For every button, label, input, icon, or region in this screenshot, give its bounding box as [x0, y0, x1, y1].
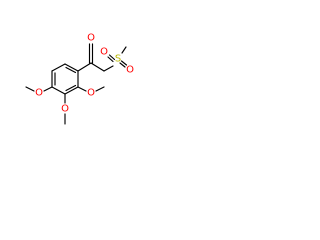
- sulfonyl-double-bond: [107, 56, 114, 63]
- carbonyl-ch2-bond: [90, 62, 105, 72]
- sulfur-methyl-bond: [121, 46, 127, 54]
- ring-methoxy-bond: [77, 86, 87, 92]
- aryl-carbonyl-bond: [77, 62, 92, 72]
- methoxy-oxygen-3-label: O: [61, 104, 69, 115]
- methoxy-oxygen-4-label: O: [35, 88, 43, 99]
- molecule-structure: O S O O O O O: [25, 33, 134, 125]
- sulfonyl-double-bond: [120, 60, 128, 66]
- sulfonyl-oxygen-right-label: O: [126, 65, 134, 76]
- ring-bond: [51, 86, 66, 95]
- ch2-sulfur-bond: [103, 65, 114, 72]
- ring-methoxy-bond: [43, 86, 53, 92]
- sulfonyl-oxygen-left-label: O: [100, 47, 108, 58]
- sulfonyl-double-bond: [119, 62, 126, 68]
- ring-bond: [64, 63, 79, 72]
- ring-bond: [51, 63, 66, 72]
- carbonyl-oxygen-label: O: [87, 33, 95, 44]
- ring-bond: [64, 86, 79, 95]
- sulfur-label: S: [115, 54, 121, 65]
- ring-double-bond: [65, 66, 77, 74]
- structure-canvas: O S O O O O O: [0, 0, 152, 152]
- methoxy-methyl-bond: [95, 86, 105, 92]
- ring-double-bond: [65, 84, 77, 92]
- methoxy-oxygen-2-label: O: [87, 88, 95, 99]
- methoxy-methyl-bond: [25, 86, 35, 92]
- sulfonyl-double-bond: [108, 54, 116, 61]
